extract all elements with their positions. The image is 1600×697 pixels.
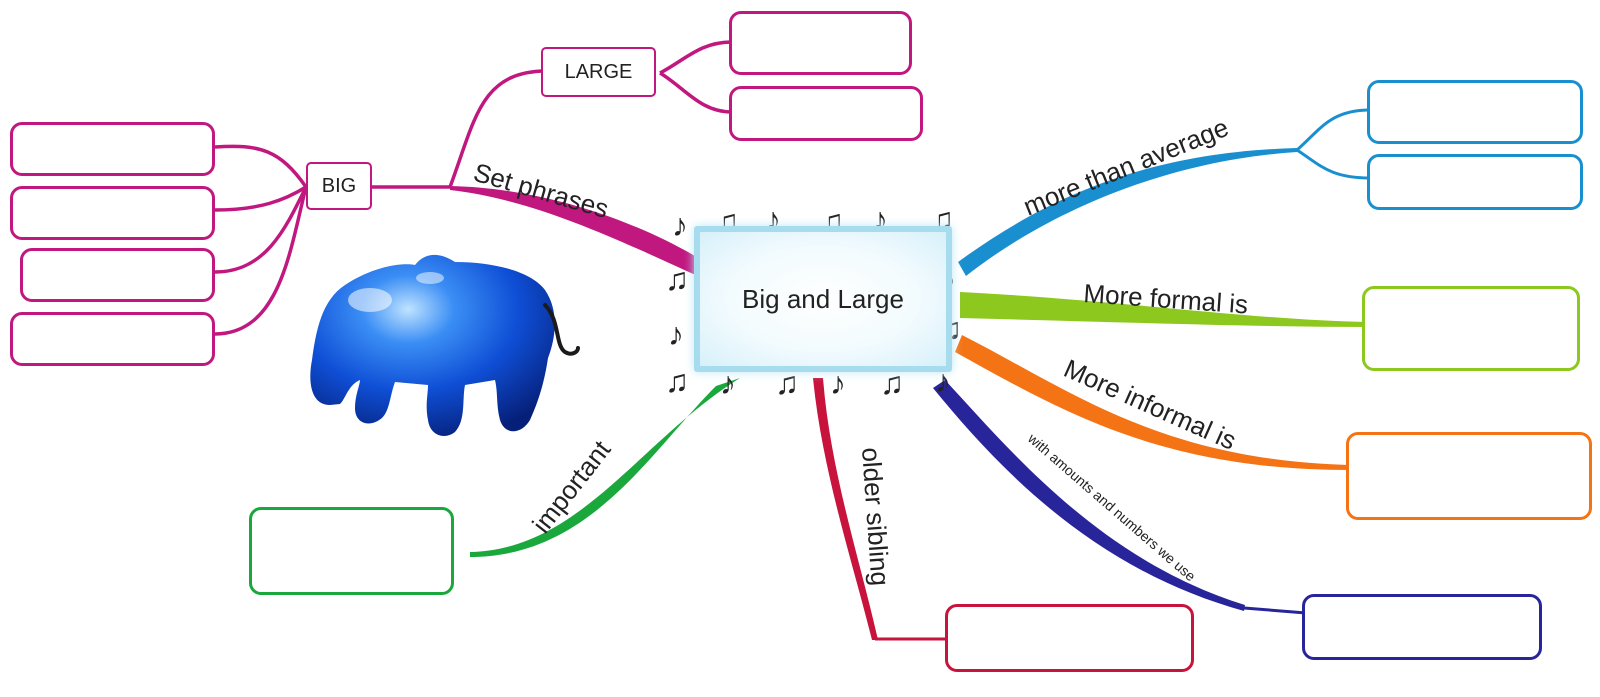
amounts-numbers-subline [1243,606,1307,615]
answer-box-big-1[interactable] [10,122,215,176]
answer-box-formal[interactable] [1362,286,1580,371]
answer-box-important[interactable] [249,507,454,595]
branch-more-formal-connector [960,292,1370,327]
answer-box-big-3[interactable] [20,248,215,302]
svg-text:♪: ♪ [672,207,688,243]
answer-box-average-1[interactable] [1367,80,1583,144]
elephant-icon [310,254,580,436]
branch-amounts-numbers-connector [933,380,1245,611]
branch-label-set-phrases: Set phrases [470,157,612,224]
svg-text:♪: ♪ [830,365,846,401]
subtopic-large-label: LARGE [564,60,633,83]
answer-box-big-2[interactable] [10,186,215,240]
answer-box-large-2[interactable] [729,86,923,141]
svg-text:♫: ♫ [665,363,689,399]
branch-more-informal-connector [955,335,1350,470]
svg-text:♪: ♪ [720,365,736,401]
answer-box-informal[interactable] [1346,432,1592,520]
branch-set-phrases-connector [450,186,705,276]
branch-older-sibling-connector [813,378,878,640]
answer-box-older-sibling[interactable] [945,604,1194,672]
svg-text:♪: ♪ [935,363,951,399]
more-than-average-sublines [1296,108,1371,180]
central-topic-label: Big and Large [742,283,904,314]
svg-text:♫: ♫ [665,261,689,297]
answer-box-big-4[interactable] [10,312,215,366]
branch-label-more-than-average: more than average [1019,112,1233,222]
answer-box-large-1[interactable] [729,11,912,75]
answer-box-amounts[interactable] [1302,594,1542,660]
subtopic-big-label: BIG [321,174,357,197]
branch-important-connector [470,378,740,557]
set-phrases-sublines [214,40,733,336]
subtopic-big[interactable]: BIG [306,162,372,210]
subtopic-large[interactable]: LARGE [541,47,656,97]
svg-text:♪: ♪ [668,316,684,352]
branch-label-older-sibling: older sibling [856,446,896,587]
answer-box-average-2[interactable] [1367,154,1583,210]
central-topic[interactable]: Big and Large [694,226,952,372]
